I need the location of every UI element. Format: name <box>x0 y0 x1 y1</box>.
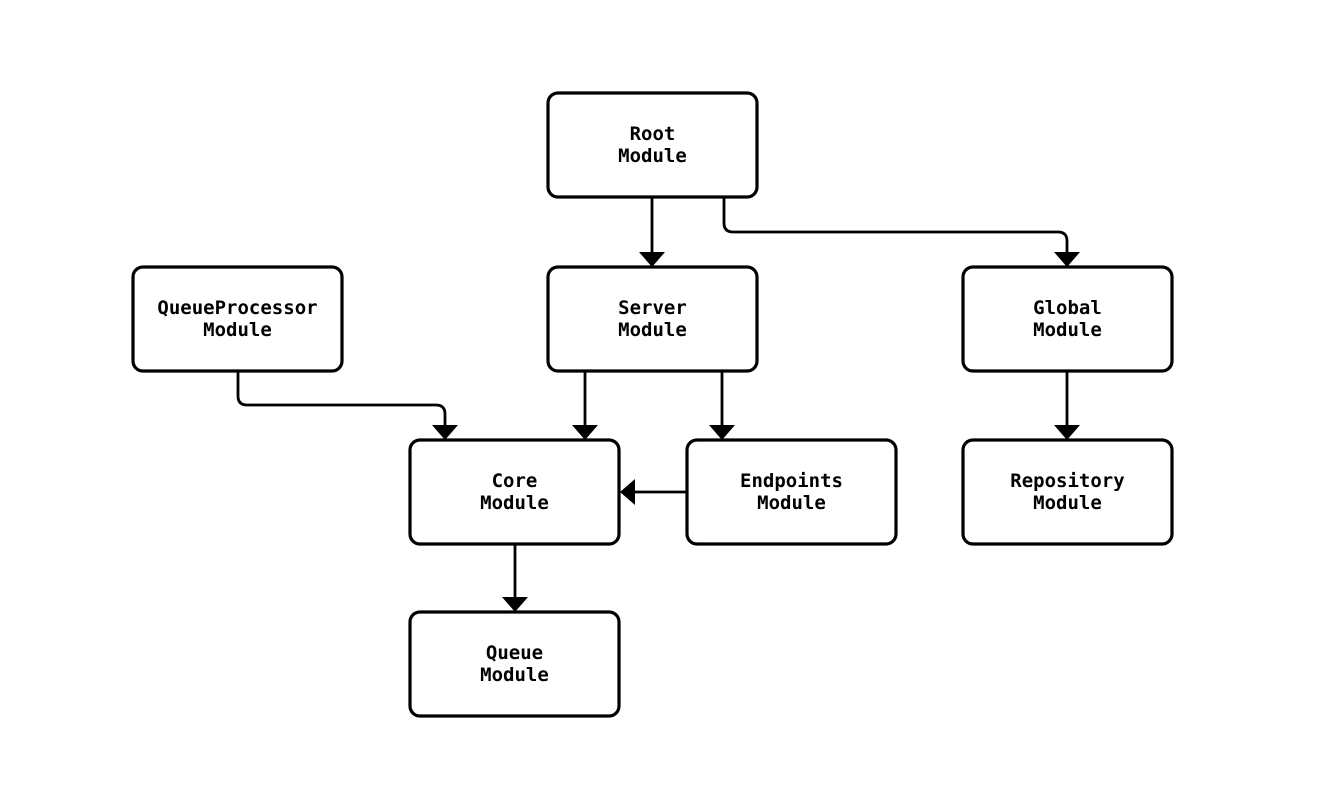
edge-server-to-endpoints <box>709 371 735 440</box>
edge-global-to-repository <box>1054 371 1080 440</box>
node-global-box <box>961 265 1174 373</box>
edge-global-to-repository-arrowhead-icon <box>1054 425 1080 440</box>
edge-root-to-server-arrowhead-icon <box>639 252 665 267</box>
edge-root-to-server <box>639 197 665 267</box>
node-repository-box <box>961 438 1174 546</box>
node-endpoints-box <box>685 438 898 546</box>
edge-endpoints-to-core-arrowhead-icon <box>620 479 635 505</box>
edge-queueprocessor-to-core-line <box>236 371 447 425</box>
edge-endpoints-to-core <box>620 479 687 505</box>
edge-server-to-endpoints-arrowhead-icon <box>709 425 735 440</box>
edge-server-to-core-arrowhead-icon <box>572 425 598 440</box>
edge-server-to-core <box>572 371 598 440</box>
edge-root-to-global-line <box>722 197 1069 252</box>
node-queue-box <box>408 610 621 718</box>
edge-root-to-global <box>722 197 1080 267</box>
node-queueprocessor-box <box>131 265 344 373</box>
node-root-box <box>546 91 759 199</box>
edge-core-to-queue-arrowhead-icon <box>502 597 528 612</box>
edge-root-to-global-arrowhead-icon <box>1054 252 1080 267</box>
node-core-box <box>408 438 621 546</box>
edge-queueprocessor-to-core <box>236 371 458 440</box>
edge-core-to-queue <box>502 544 528 612</box>
edge-queueprocessor-to-core-arrowhead-icon <box>432 425 458 440</box>
node-server-box <box>546 265 759 373</box>
